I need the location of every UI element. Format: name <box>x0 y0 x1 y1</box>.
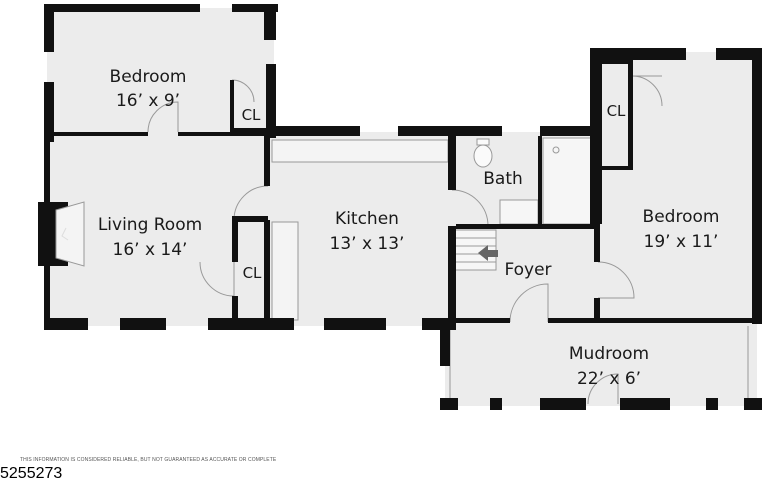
room-name-foyer: Foyer <box>504 260 551 280</box>
room-size-living-room: 16’ x 14’ <box>113 240 188 260</box>
shower <box>542 137 592 225</box>
door-swing-mudroom-exterior <box>587 373 619 405</box>
floor-bedroom-right <box>596 52 754 322</box>
door-swing-living-closet <box>199 261 235 297</box>
room-name-mudroom: Mudroom <box>569 344 649 364</box>
floor-mudroom <box>445 322 757 406</box>
room-size-kitchen: 13’ x 13’ <box>330 234 405 254</box>
door-swing-bedroom-left <box>147 101 179 133</box>
room-size-bedroom-right: 19’ x 11’ <box>644 232 719 252</box>
stair-arrow-icon <box>478 245 498 261</box>
room-name-bedroom-right: Bedroom <box>643 207 720 227</box>
shower-drain-icon <box>552 146 560 154</box>
door-swing-foyer-mudroom <box>509 283 549 323</box>
door-swing-bedroom-left-closet <box>231 79 255 103</box>
floor-kitchen <box>268 132 456 326</box>
room-name-bedroom-left: Bedroom <box>110 67 187 87</box>
walls <box>44 4 762 410</box>
toilet-icon <box>473 144 493 168</box>
fireplace-icon <box>38 201 85 267</box>
listing-id: 5255273 <box>0 465 63 482</box>
floor-bedroom-left <box>47 8 274 136</box>
closet-label-bedroom-left: CL <box>242 106 261 124</box>
room-name-living-room: Living Room <box>98 215 202 235</box>
kitchen-counter <box>271 139 449 163</box>
room-size-mudroom: 22’ x 6’ <box>577 369 641 389</box>
room-name-kitchen: Kitchen <box>335 209 399 229</box>
door-swing-foyer-bedroom <box>597 261 635 299</box>
kitchen-counter-left <box>271 221 299 321</box>
disclaimer-text: THIS INFORMATION IS CONSIDERED RELIABLE,… <box>20 457 277 463</box>
closet-label-bedroom-right: CL <box>607 102 626 120</box>
door-swing-kitchen-foyer <box>451 189 489 227</box>
vanity <box>499 199 539 225</box>
room-size-bedroom-left: 16’ x 9’ <box>116 91 180 111</box>
toilet-tank <box>476 138 490 146</box>
fixtures <box>147 75 749 405</box>
door-swing-living-kitchen <box>233 185 269 221</box>
room-name-bath: Bath <box>483 169 523 189</box>
closet-label-living: CL <box>243 264 262 282</box>
